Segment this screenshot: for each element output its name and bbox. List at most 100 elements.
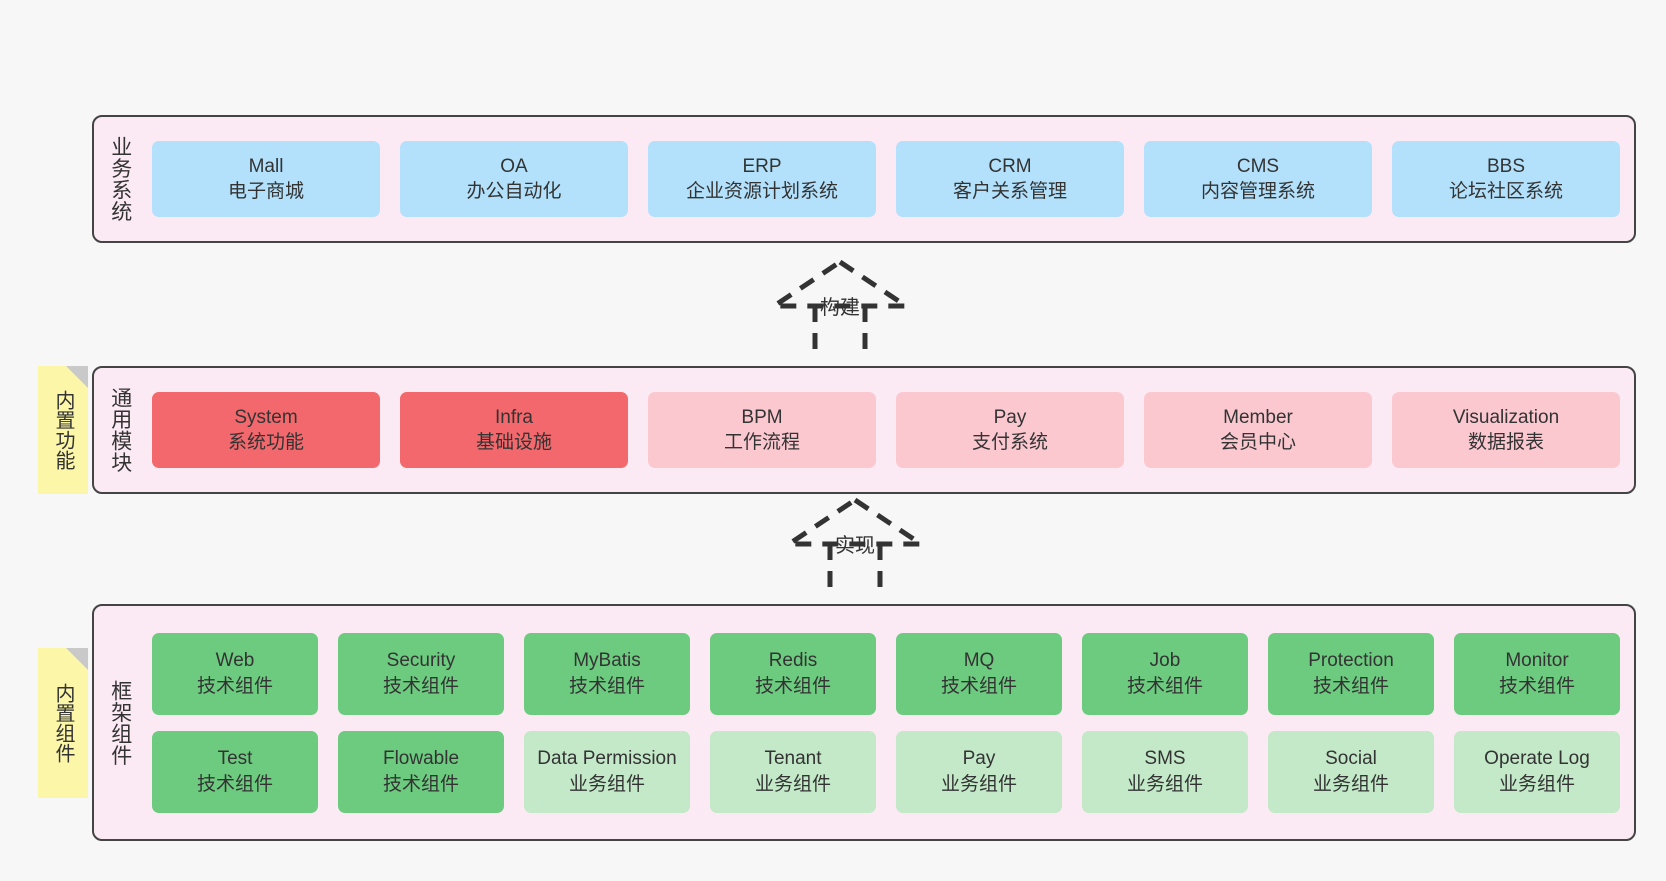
layer-body-business-system: Mall 电子商城 OA 办公自动化 ERP 企业资源计划系统 CRM 客户关系… [146,117,1634,241]
generalization-arrow-icon [780,496,930,594]
layer-title-framework-components: 框架组件 [108,679,132,766]
card-mybatis[interactable]: MyBatis 技术组件 [524,632,690,715]
card-bbs[interactable]: BBS 论坛社区系统 [1392,141,1620,217]
card-title-cn: 技术组件 [1126,675,1203,697]
card-title-cn: 技术组件 [940,675,1017,697]
card-title-en: Redis [768,650,818,672]
card-oa[interactable]: OA 办公自动化 [400,141,628,217]
generalization-arrow-icon [765,258,915,356]
card-title-cn: 企业资源计划系统 [685,181,838,202]
card-title-cn: 工作流程 [723,432,800,453]
card-crm[interactable]: CRM 客户关系管理 [896,141,1124,217]
card-title-en: Pay [962,748,996,770]
card-title-en: BBS [1486,155,1526,177]
card-test[interactable]: Test 技术组件 [152,730,318,813]
card-title-cn: 业务组件 [1498,773,1575,795]
card-sms[interactable]: SMS 业务组件 [1082,730,1248,813]
card-title-en: MyBatis [573,650,641,672]
card-title-cn: 会员中心 [1219,432,1296,453]
card-title-cn: 技术组件 [1498,675,1575,697]
card-social[interactable]: Social 业务组件 [1268,730,1434,813]
card-tenant[interactable]: Tenant 业务组件 [710,730,876,813]
layer-title-common-modules: 通用模块 [108,387,132,473]
card-member[interactable]: Member 会员中心 [1144,392,1372,468]
card-title-cn: 业务组件 [754,773,831,795]
card-mall[interactable]: Mall 电子商城 [152,141,380,217]
card-title-en: Operate Log [1484,748,1590,770]
card-title-cn: 技术组件 [568,675,645,697]
card-row: Test 技术组件 Flowable 技术组件 Data Permission … [152,730,1620,813]
card-title-en: Flowable [382,748,460,770]
card-title-en: Data Permission [537,748,677,770]
card-title-en: Job [1149,650,1181,672]
card-bpm[interactable]: BPM 工作流程 [648,392,876,468]
card-redis[interactable]: Redis 技术组件 [710,632,876,715]
card-title-cn: 技术组件 [754,675,831,697]
card-title-cn: 业务组件 [568,773,645,795]
card-protection[interactable]: Protection 技术组件 [1268,632,1434,715]
card-flowable[interactable]: Flowable 技术组件 [338,730,504,813]
layer-title-business-system: 业务系统 [108,136,132,222]
card-title-en: CRM [988,155,1032,177]
layer-business-system: 业务系统 Mall 电子商城 OA 办公自动化 ERP 企业资源计划系统 CRM… [92,115,1636,243]
card-operate-log[interactable]: Operate Log 业务组件 [1454,730,1620,813]
sticky-fold-corner-icon [66,366,88,388]
card-title-en: Web [215,650,255,672]
card-title-cn: 技术组件 [382,773,459,795]
card-web[interactable]: Web 技术组件 [152,632,318,715]
card-title-en: BPM [741,406,783,428]
card-title-cn: 业务组件 [1312,773,1389,795]
card-title-en: Monitor [1505,650,1569,672]
card-title-en: Tenant [764,748,822,770]
card-title-en: System [234,406,298,428]
card-title-en: ERP [742,155,782,177]
card-title-en: Member [1223,406,1293,428]
card-title-cn: 客户关系管理 [952,181,1067,202]
card-row: Web 技术组件 Security 技术组件 MyBatis 技术组件 Redi… [152,632,1620,715]
card-title-en: Protection [1308,650,1394,672]
card-title-cn: 论坛社区系统 [1448,181,1563,202]
card-title-en: Mall [248,155,284,177]
layer-body-framework-components: Web 技术组件 Security 技术组件 MyBatis 技术组件 Redi… [146,606,1634,839]
card-title-en: OA [500,155,528,177]
card-title-en: Pay [993,406,1027,428]
card-title-cn: 基础设施 [475,432,552,453]
connector-label-implement: 实现 [835,535,875,557]
card-system[interactable]: System 系统功能 [152,392,380,468]
card-title-cn: 内容管理系统 [1200,181,1315,202]
card-erp[interactable]: ERP 企业资源计划系统 [648,141,876,217]
card-mq[interactable]: MQ 技术组件 [896,632,1062,715]
connector-implement: 实现 [775,494,935,594]
card-title-en: MQ [963,650,995,672]
card-title-en: CMS [1236,155,1280,177]
card-visualization[interactable]: Visualization 数据报表 [1392,392,1620,468]
card-job[interactable]: Job 技术组件 [1082,632,1248,715]
card-pay[interactable]: Pay 支付系统 [896,392,1124,468]
card-title-cn: 电子商城 [227,181,304,202]
card-title-en: SMS [1144,748,1186,770]
card-title-en: Security [386,650,456,672]
sticky-fold-corner-icon [66,648,88,670]
card-pay-component[interactable]: Pay 业务组件 [896,730,1062,813]
card-title-cn: 系统功能 [227,432,304,453]
layer-framework-components: 框架组件 Web 技术组件 Security 技术组件 MyBatis 技术组件… [92,604,1636,841]
card-title-cn: 技术组件 [196,773,273,795]
card-title-en: Social [1325,748,1377,770]
card-title-en: Infra [494,406,534,428]
card-title-cn: 技术组件 [196,675,273,697]
connector-label-build: 构建 [820,297,860,319]
card-title-en: Test [217,748,253,770]
sticky-note-label: 内置功能 [52,390,74,470]
card-title-cn: 技术组件 [1312,675,1389,697]
card-security[interactable]: Security 技术组件 [338,632,504,715]
card-row: Mall 电子商城 OA 办公自动化 ERP 企业资源计划系统 CRM 客户关系… [152,141,1620,217]
card-monitor[interactable]: Monitor 技术组件 [1454,632,1620,715]
card-infra[interactable]: Infra 基础设施 [400,392,628,468]
card-row: System 系统功能 Infra 基础设施 BPM 工作流程 Pay 支付系统… [152,392,1620,468]
card-cms[interactable]: CMS 内容管理系统 [1144,141,1372,217]
sticky-note-built-in-components: 内置组件 [38,648,88,798]
card-title-cn: 支付系统 [971,432,1048,453]
card-title-cn: 业务组件 [940,773,1017,795]
card-data-permission[interactable]: Data Permission 业务组件 [524,730,690,813]
